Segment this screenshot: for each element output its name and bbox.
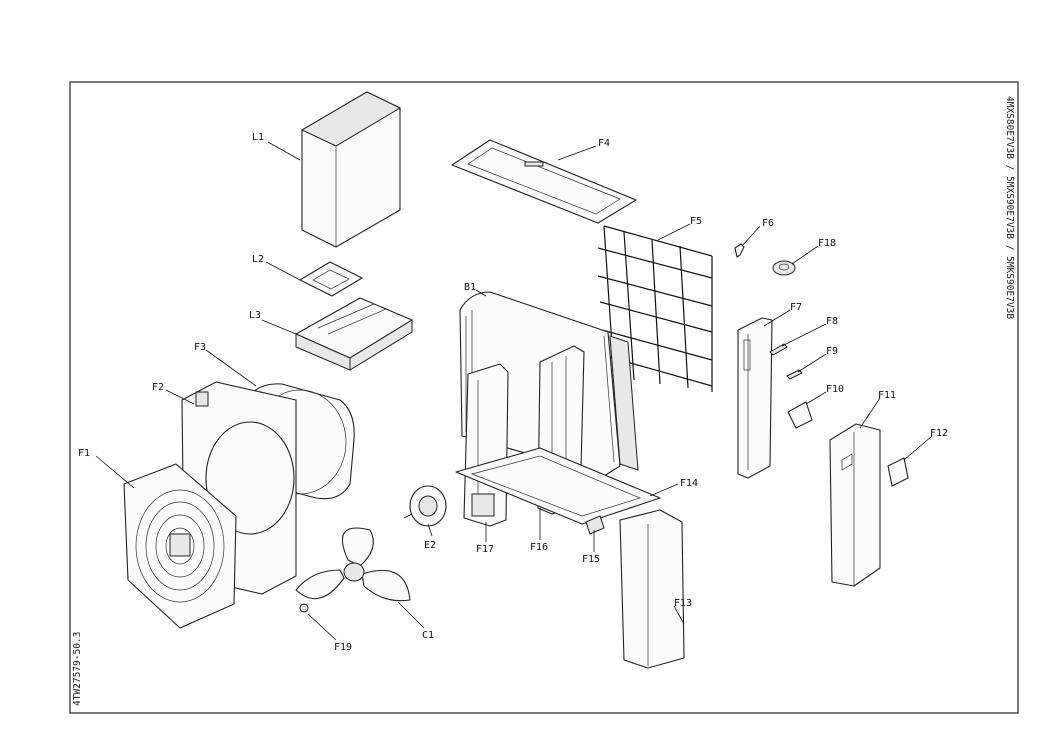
- leader-lines: [95, 141, 933, 641]
- part-e2-fan-motor: [403, 485, 447, 527]
- part-f4-top-plate: [451, 139, 637, 224]
- label-f14: F14: [680, 478, 698, 489]
- label-f4: F4: [598, 138, 610, 149]
- part-f8-connector: [769, 343, 788, 356]
- label-f8: F8: [826, 316, 838, 327]
- label-f18: F18: [818, 238, 836, 249]
- part-f12-plate: [887, 457, 909, 487]
- label-c1: C1: [422, 630, 434, 641]
- part-f13-front-panel: [619, 509, 685, 669]
- part-f19-nut: [299, 603, 309, 613]
- label-f13: F13: [674, 598, 692, 609]
- label-b1: B1: [464, 282, 476, 293]
- part-f5-wire-grille: [597, 225, 713, 392]
- label-f17: F17: [476, 544, 494, 555]
- label-f7: F7: [790, 302, 802, 313]
- model-codes: 4MXS80E7V3B / 5MXS90E7V3B / 5MKS90E7V3B: [1004, 96, 1015, 319]
- label-f2: F2: [152, 382, 164, 393]
- label-l3: L3: [249, 310, 261, 321]
- label-f11: F11: [878, 390, 896, 401]
- part-f17-bracket: [463, 363, 509, 527]
- part-f14-bottom-frame: [455, 447, 661, 525]
- label-f1: F1: [78, 448, 90, 459]
- part-f7-side-stay: [737, 317, 773, 479]
- part-f10-small-cover: [787, 401, 813, 429]
- drawing-frame: [69, 81, 1019, 714]
- label-f5: F5: [690, 216, 702, 227]
- label-l1: L1: [252, 132, 264, 143]
- label-f19: F19: [334, 642, 352, 653]
- label-f6: F6: [762, 218, 774, 229]
- label-f10: F10: [826, 384, 844, 395]
- label-e2: E2: [424, 540, 436, 551]
- label-f15: F15: [582, 554, 600, 565]
- part-f11-right-panel: [829, 423, 881, 587]
- part-l1-cover: [300, 91, 402, 248]
- part-f1-fan-grille: [123, 463, 237, 629]
- part-f6-clip: [734, 243, 745, 258]
- label-f12: F12: [930, 428, 948, 439]
- part-l2-frame: [299, 261, 363, 297]
- part-c1-propeller-fan: [295, 527, 411, 602]
- label-f3: F3: [194, 342, 206, 353]
- drawing-number: 4TW27579-50.3: [72, 632, 83, 706]
- label-l2: L2: [252, 254, 264, 265]
- part-labels: L1 L2 L3 F1 F2 F3 F4 F5 F6 F7 F8 F9 F10 …: [78, 132, 948, 653]
- part-l3-tray: [295, 297, 413, 371]
- label-f16: F16: [530, 542, 548, 553]
- label-f9: F9: [826, 346, 838, 357]
- part-f18-grommet: [772, 260, 796, 276]
- part-f15-leg: [585, 515, 605, 535]
